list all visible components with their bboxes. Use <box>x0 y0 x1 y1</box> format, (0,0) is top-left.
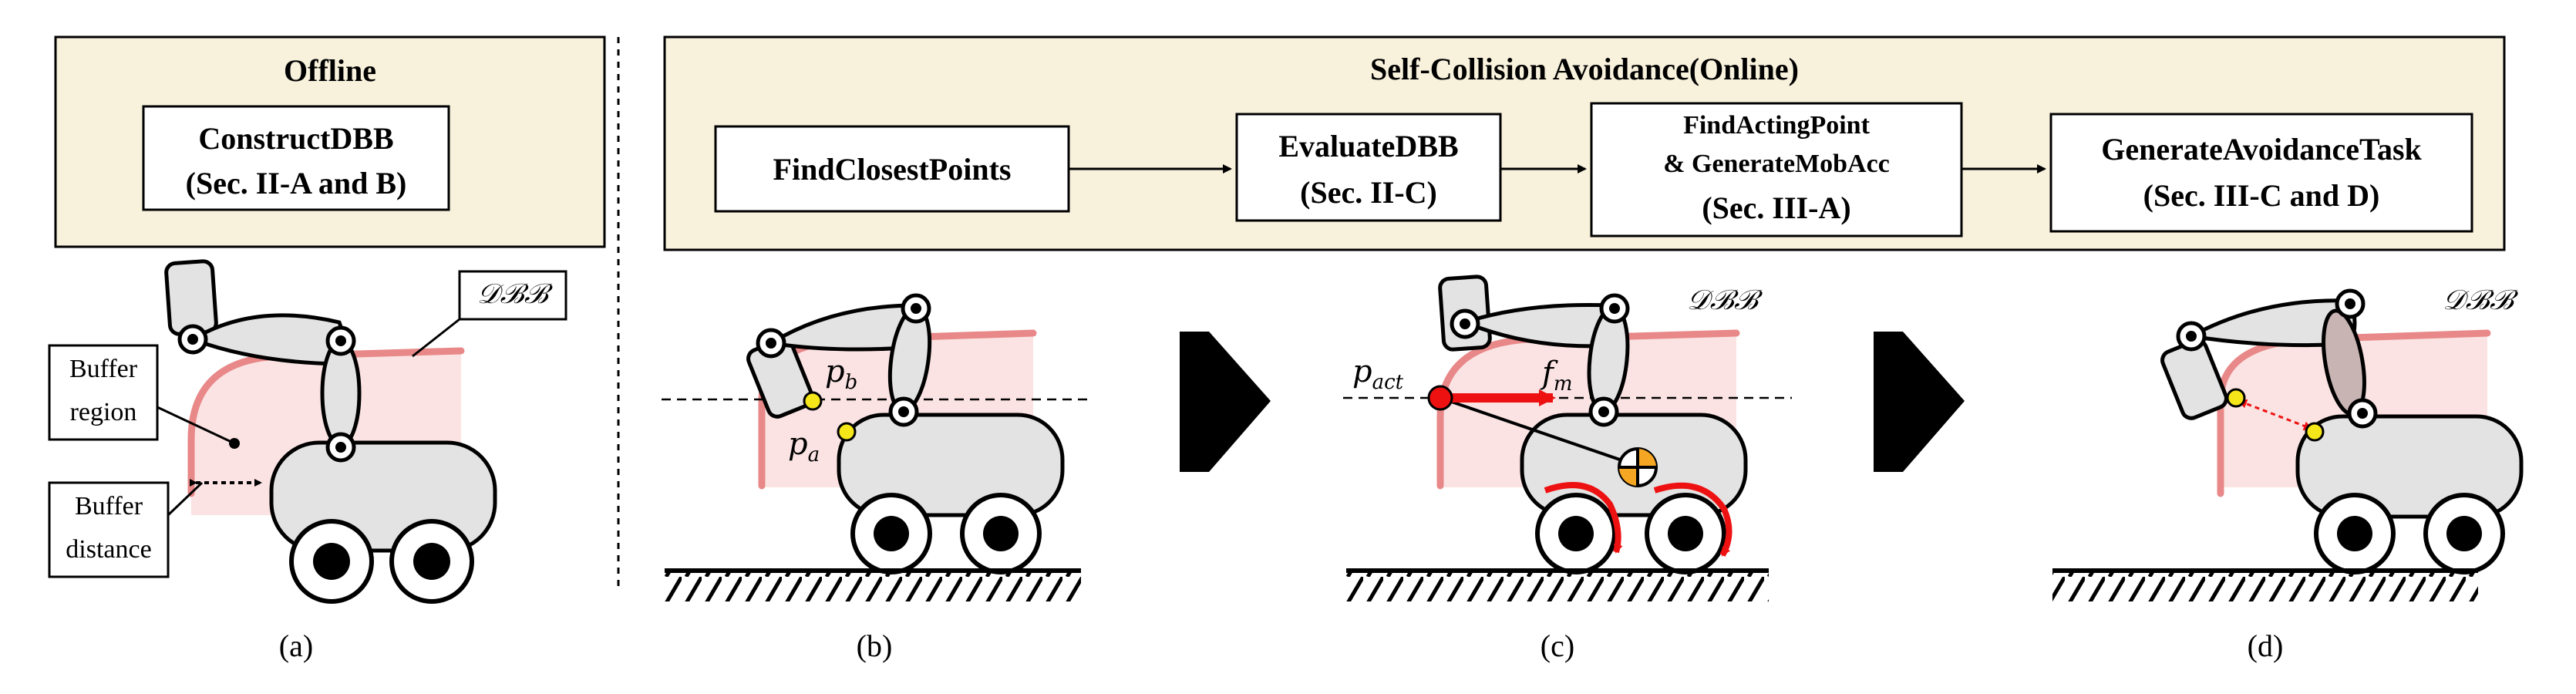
point-pb <box>803 391 823 411</box>
lever-line-c <box>1440 396 1638 467</box>
evaluate-dbb-label: EvaluateDBB <box>1278 129 1459 163</box>
buffer-region-box <box>48 344 159 441</box>
dbb-label-c: 𝒟ℬℬ <box>1687 285 1759 316</box>
dbb-label-d: 𝒟ℬℬ <box>2443 285 2514 316</box>
buffer-region-label-2: region <box>69 398 137 426</box>
dbb-label-a: 𝒟ℬℬ <box>476 278 549 310</box>
ground-d <box>2052 571 2478 601</box>
find-acting-point-section: (Sec. III-A) <box>1702 190 1851 225</box>
caption-c: (c) <box>1540 628 1575 663</box>
wheel-rotation-right <box>1653 482 1732 557</box>
forearm-a <box>320 339 362 448</box>
online-title: Self-Collision Avoidance(Online) <box>1370 52 1799 86</box>
mobile-base-d <box>2295 414 2524 519</box>
ground-b <box>665 571 1081 601</box>
buffer-distance-box <box>48 481 170 578</box>
pact-label: pact <box>1352 354 1404 394</box>
pb-label: pb <box>825 354 858 394</box>
construct-dbb-box <box>142 105 450 211</box>
center-of-mass-icon <box>1618 447 1658 487</box>
mobile-base-b <box>837 413 1065 517</box>
buffer-distance-label-2: distance <box>66 535 152 564</box>
ground-c <box>1346 571 1769 601</box>
robot-d <box>2160 288 2524 574</box>
evaluate-dbb-box <box>1235 113 1502 222</box>
stage-arrow-1 <box>1180 332 1271 472</box>
wheel-rotation-left <box>1544 482 1623 554</box>
point-d1 <box>2226 388 2246 408</box>
find-acting-point-box <box>1590 102 1963 238</box>
generate-avoidance-task-box <box>2049 113 2473 233</box>
caption-b: (b) <box>856 628 893 663</box>
evaluate-dbb-section: (Sec. II-C) <box>1300 175 1437 210</box>
point-pa <box>837 422 857 442</box>
buffer-distance-label-1: Buffer <box>74 492 143 520</box>
robot-c <box>1438 275 1748 574</box>
pa-label: pa <box>788 426 820 467</box>
find-acting-point-label: FindActingPoint <box>1683 111 1870 140</box>
construct-dbb-section: (Sec. II-A and B) <box>185 166 407 200</box>
acting-point <box>1427 385 1453 411</box>
find-closest-points-label: FindClosestPoints <box>773 152 1012 187</box>
robot-a <box>164 259 497 604</box>
stage-arrow-2 <box>1874 332 1965 472</box>
caption-d: (d) <box>2247 628 2284 663</box>
find-closest-points-box <box>714 125 1070 213</box>
generate-avoidance-task-label: GenerateAvoidanceTask <box>2101 132 2422 167</box>
dbb-label-box-a <box>458 270 567 321</box>
offline-title: Offline <box>284 53 376 88</box>
buffer-region-label-1: Buffer <box>69 355 138 383</box>
generate-mob-acc-label: & GenerateMobAcc <box>1663 150 1890 178</box>
robot-b <box>746 293 1065 574</box>
gripper-a <box>164 259 218 336</box>
point-d2 <box>2305 422 2325 442</box>
caption-a: (a) <box>278 628 314 663</box>
generate-avoidance-task-section: (Sec. III-C and D) <box>2143 178 2380 213</box>
fm-label: fm <box>1542 355 1573 396</box>
distance-arrow-d <box>2238 399 2313 431</box>
upper-arm-d <box>2185 298 2357 348</box>
construct-dbb-label: ConstructDBB <box>198 121 394 156</box>
